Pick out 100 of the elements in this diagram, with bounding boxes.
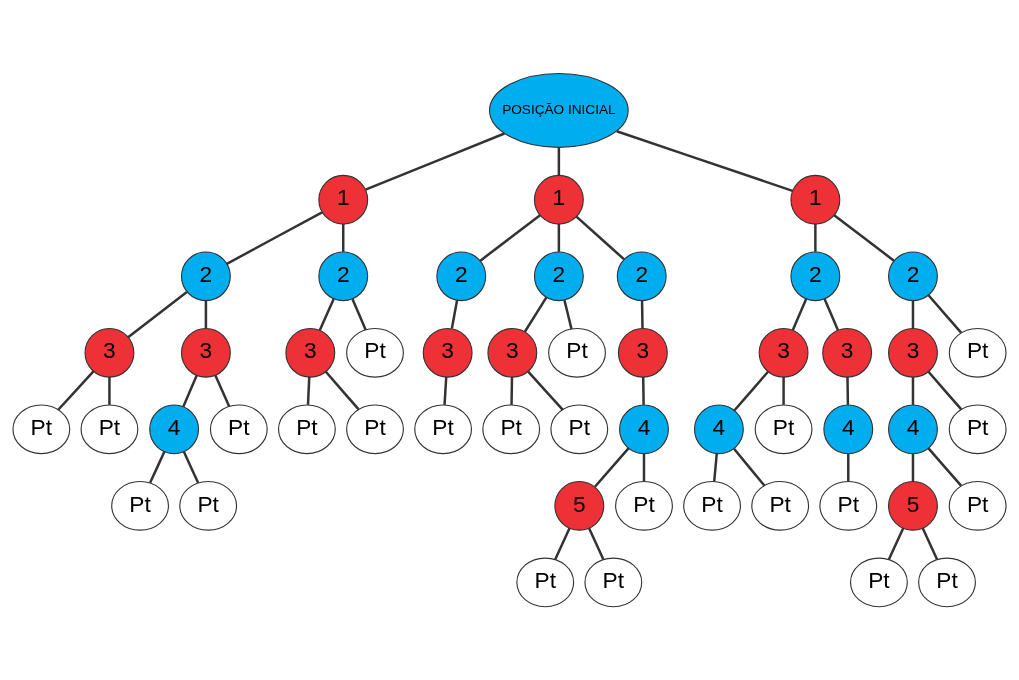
connector (575, 215, 625, 261)
node-ellipse: Pt (209, 404, 268, 455)
connector (527, 370, 564, 411)
connector (887, 527, 905, 560)
connector (712, 453, 718, 482)
connector (306, 376, 311, 405)
node-circle: 1 (790, 174, 841, 225)
connector (847, 453, 850, 482)
connector (594, 447, 630, 488)
node-circle: 4 (149, 404, 200, 455)
connector (557, 224, 561, 252)
connector (324, 370, 360, 410)
node-ellipse: Pt (584, 557, 643, 608)
node-circle: 2 (180, 251, 231, 302)
connector (182, 451, 200, 484)
node-ellipse: Pt (346, 327, 404, 378)
node-circle: 1 (318, 174, 369, 225)
connector (479, 214, 541, 262)
node-circle: 2 (318, 251, 369, 302)
node-ellipse: Pt (754, 404, 813, 455)
node-circle: 2 (533, 251, 584, 302)
node-ellipse: Pt (179, 480, 238, 531)
node-circle: 4 (823, 404, 874, 455)
node-circle: 3 (758, 327, 809, 378)
connector (563, 299, 573, 330)
node-circle: 3 (487, 327, 538, 378)
connector (791, 298, 808, 331)
node-circle: 2 (888, 251, 938, 302)
node-circle: 3 (285, 327, 336, 378)
node-circle: 3 (888, 327, 938, 378)
node-circle: 2 (616, 251, 667, 302)
node-ellipse: POSIÇÃO INICIAL (489, 72, 629, 148)
connector (927, 447, 963, 487)
node-ellipse: Pt (751, 480, 810, 531)
connector (921, 527, 939, 560)
connector (733, 370, 770, 412)
node-circle: 1 (533, 174, 584, 225)
node-ellipse: Pt (948, 327, 1007, 378)
node-ellipse: Pt (683, 480, 742, 531)
connector (226, 211, 323, 265)
connector (733, 448, 766, 487)
node-circle: 3 (422, 327, 473, 378)
node-ellipse: Pt (548, 327, 606, 378)
node-circle: 2 (436, 251, 487, 302)
node-circle: 5 (554, 480, 605, 531)
node-ellipse: Pt (516, 557, 575, 608)
connector (318, 298, 335, 331)
connector (927, 294, 963, 334)
connector (182, 374, 198, 407)
node-ellipse: Pt (850, 557, 908, 608)
node-ellipse: Pt (346, 404, 404, 455)
node-ellipse: Pt (615, 480, 673, 531)
node-circle: 4 (888, 404, 938, 455)
connector (204, 300, 208, 329)
connector (450, 299, 459, 329)
node-ellipse: Pt (550, 404, 609, 455)
connector (351, 298, 367, 331)
connector (833, 214, 895, 262)
node-ellipse: Pt (819, 480, 878, 531)
connector (214, 374, 231, 408)
node-ellipse: Pt (948, 404, 1007, 455)
connector (149, 451, 166, 484)
node-circle: 3 (617, 327, 668, 378)
node-ellipse: Pt (414, 404, 473, 455)
connector (640, 300, 644, 329)
connector (911, 300, 915, 329)
connector (782, 377, 785, 405)
node-ellipse: Pt (277, 404, 336, 455)
connector (443, 376, 448, 405)
connector (523, 296, 548, 333)
connector (823, 298, 839, 331)
node-circle: 2 (790, 251, 841, 302)
node-circle: 4 (619, 404, 669, 455)
connector (642, 453, 646, 482)
connector (554, 527, 571, 560)
node-ellipse: Pt (948, 480, 1007, 531)
node-ellipse: Pt (80, 404, 139, 455)
node-ellipse: Pt (12, 404, 71, 455)
connector (557, 147, 561, 176)
node-ellipse: Pt (482, 404, 541, 455)
node-circle: 5 (888, 480, 938, 531)
connector (641, 377, 645, 405)
connector (127, 291, 188, 339)
node-ellipse: Pt (111, 480, 169, 531)
connector (911, 453, 915, 482)
connector (57, 370, 95, 411)
connector (927, 370, 963, 410)
connector (365, 132, 505, 191)
connector (814, 224, 817, 252)
node-circle: 3 (180, 327, 231, 378)
node-circle: 4 (693, 404, 744, 455)
connector (911, 377, 915, 405)
node-ellipse: Pt (918, 557, 976, 608)
node-circle: 3 (822, 327, 873, 378)
connector (510, 377, 514, 405)
connector (342, 224, 345, 252)
node-circle: 3 (84, 327, 135, 378)
connector (108, 377, 111, 405)
connector (616, 130, 793, 193)
connector (846, 377, 850, 405)
